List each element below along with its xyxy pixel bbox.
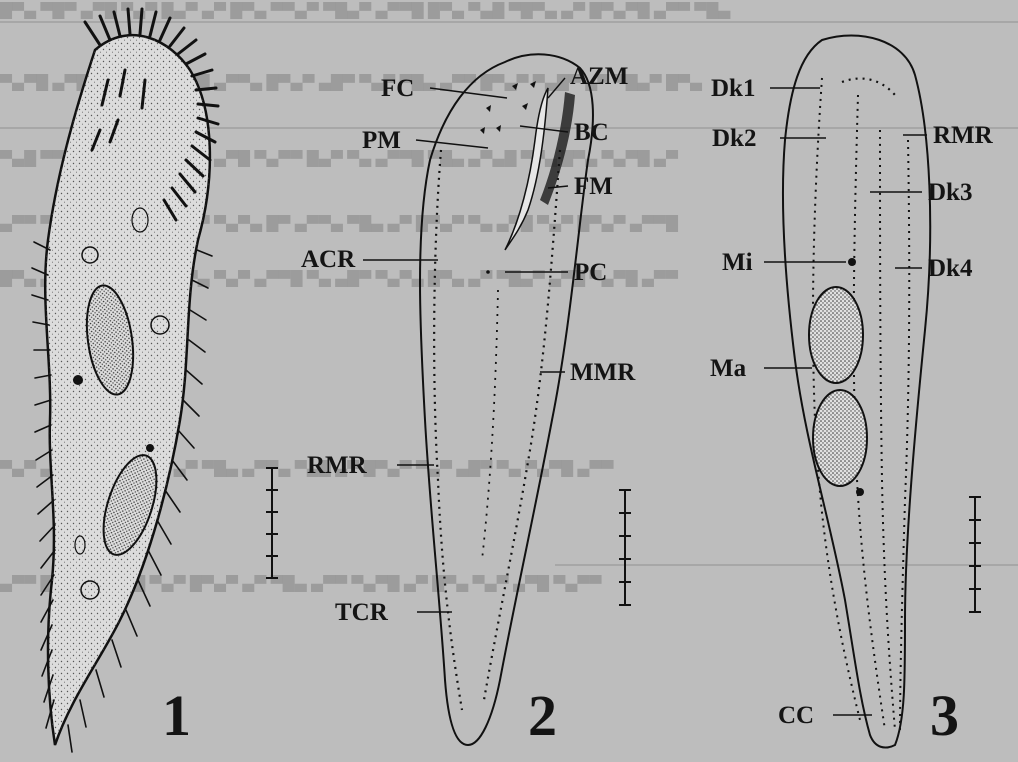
label-fc: FC [381, 76, 414, 101]
figure-number-3: 3 [930, 687, 959, 745]
label-dk1: Dk1 [711, 76, 755, 101]
label-mmr: MMR [570, 360, 635, 385]
label-pc: PC [574, 260, 607, 285]
label-acr: ACR [301, 247, 355, 272]
figure-2-oral-region [505, 88, 548, 250]
label-rmr-fig2: RMR [307, 453, 367, 478]
label-tcr: TCR [335, 600, 388, 625]
figure-number-2: 2 [528, 687, 557, 745]
figure-3-macronucleus-1 [809, 287, 863, 383]
label-dk4: Dk4 [928, 256, 972, 281]
figure-1-drawing [32, 9, 218, 752]
figure-3-micronucleus-2 [856, 488, 864, 496]
label-rmr-fig3: RMR [933, 123, 993, 148]
figure-2-body [420, 54, 593, 745]
label-azm: AZM [570, 64, 628, 89]
label-cc: CC [778, 703, 814, 728]
label-pm: PM [362, 128, 401, 153]
scale-bars [266, 468, 981, 612]
figure-number-1: 1 [162, 687, 191, 745]
figure-3-body [783, 35, 930, 747]
figure-3-micronucleus-1 [848, 258, 856, 266]
label-dk3: Dk3 [928, 180, 972, 205]
figure-3-macronucleus-2 [813, 390, 867, 486]
label-bc: BC [574, 120, 609, 145]
label-dk2: Dk2 [712, 126, 756, 151]
label-ma: Ma [710, 356, 746, 381]
label-fm: FM [574, 174, 613, 199]
figure-2-drawing [420, 54, 593, 745]
label-mi: Mi [722, 250, 753, 275]
figure-3-drawing [783, 35, 930, 747]
